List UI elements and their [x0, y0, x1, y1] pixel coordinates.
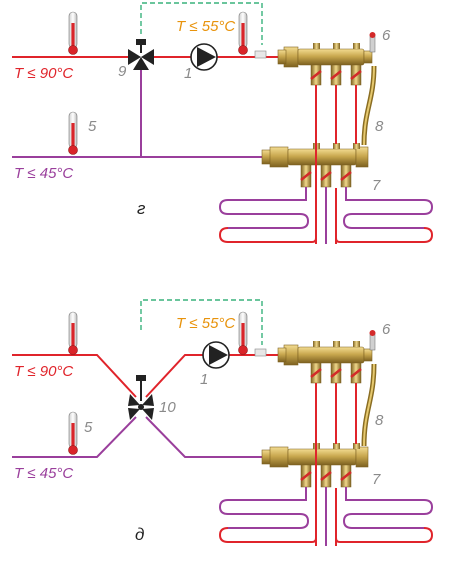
floor-temp-label: T ≤ 55°C — [176, 18, 235, 35]
hot-supply-pipe — [12, 354, 137, 398]
marker-manifold-top: 6 — [382, 321, 391, 338]
sensor-line — [140, 299, 263, 345]
pump-icon — [202, 341, 230, 369]
caption-g: г — [137, 199, 145, 218]
return-label: T ≤ 45°C — [14, 465, 73, 482]
marker-manifold-bottom: 7 — [372, 177, 381, 194]
diagram-g: T ≤ 90°C T ≤ 45°C T ≤ 55°C 9 1 5 6 8 7 г — [12, 2, 434, 244]
marker-pump: 1 — [184, 65, 192, 82]
floor-heating-loop-icon — [218, 187, 434, 244]
marker-manifold-top: 6 — [382, 27, 391, 44]
floor-heating-loop-icon — [218, 487, 434, 546]
return-pipe-in — [12, 416, 137, 458]
manifold-icon — [261, 143, 369, 188]
caption-d: д — [135, 525, 144, 544]
marker-thermometer: 5 — [84, 419, 93, 436]
thermometer-icon — [238, 311, 248, 355]
supply-drops — [315, 383, 357, 546]
thermometer-icon — [68, 311, 78, 355]
sensor-line — [140, 2, 263, 45]
marker-pump: 1 — [200, 371, 208, 388]
thermometer-icon — [68, 11, 78, 55]
marker-valve: 10 — [159, 399, 176, 416]
return-label: T ≤ 45°C — [14, 165, 73, 182]
marker-thermometer: 5 — [88, 118, 97, 135]
hot-supply-label: T ≤ 90°C — [14, 363, 73, 380]
return-pipe-out — [145, 416, 262, 458]
marker-bypass: 8 — [375, 412, 384, 429]
three-way-valve-icon — [128, 39, 154, 70]
hot-supply-label: T ≤ 90°C — [14, 65, 73, 82]
thermometer-icon — [68, 111, 78, 155]
thermometer-icon — [238, 11, 248, 55]
manifold-icon — [277, 330, 376, 384]
supply-drops — [315, 85, 357, 244]
diagram-d: T ≤ 90°C T ≤ 45°C T ≤ 55°C 10 1 5 6 8 7 … — [12, 299, 434, 546]
sensor-block — [254, 50, 267, 59]
marker-valve: 9 — [118, 63, 127, 80]
marker-manifold-bottom: 7 — [372, 471, 381, 488]
sensor-block — [254, 348, 267, 357]
manifold-icon — [277, 32, 376, 86]
thermometer-icon — [68, 411, 78, 455]
floor-temp-label: T ≤ 55°C — [176, 315, 235, 332]
manifold-icon — [261, 443, 369, 488]
hot-mixed-pipe — [145, 354, 278, 398]
marker-bypass: 8 — [375, 118, 384, 135]
pump-icon — [190, 43, 218, 71]
four-way-valve-icon — [128, 375, 154, 420]
